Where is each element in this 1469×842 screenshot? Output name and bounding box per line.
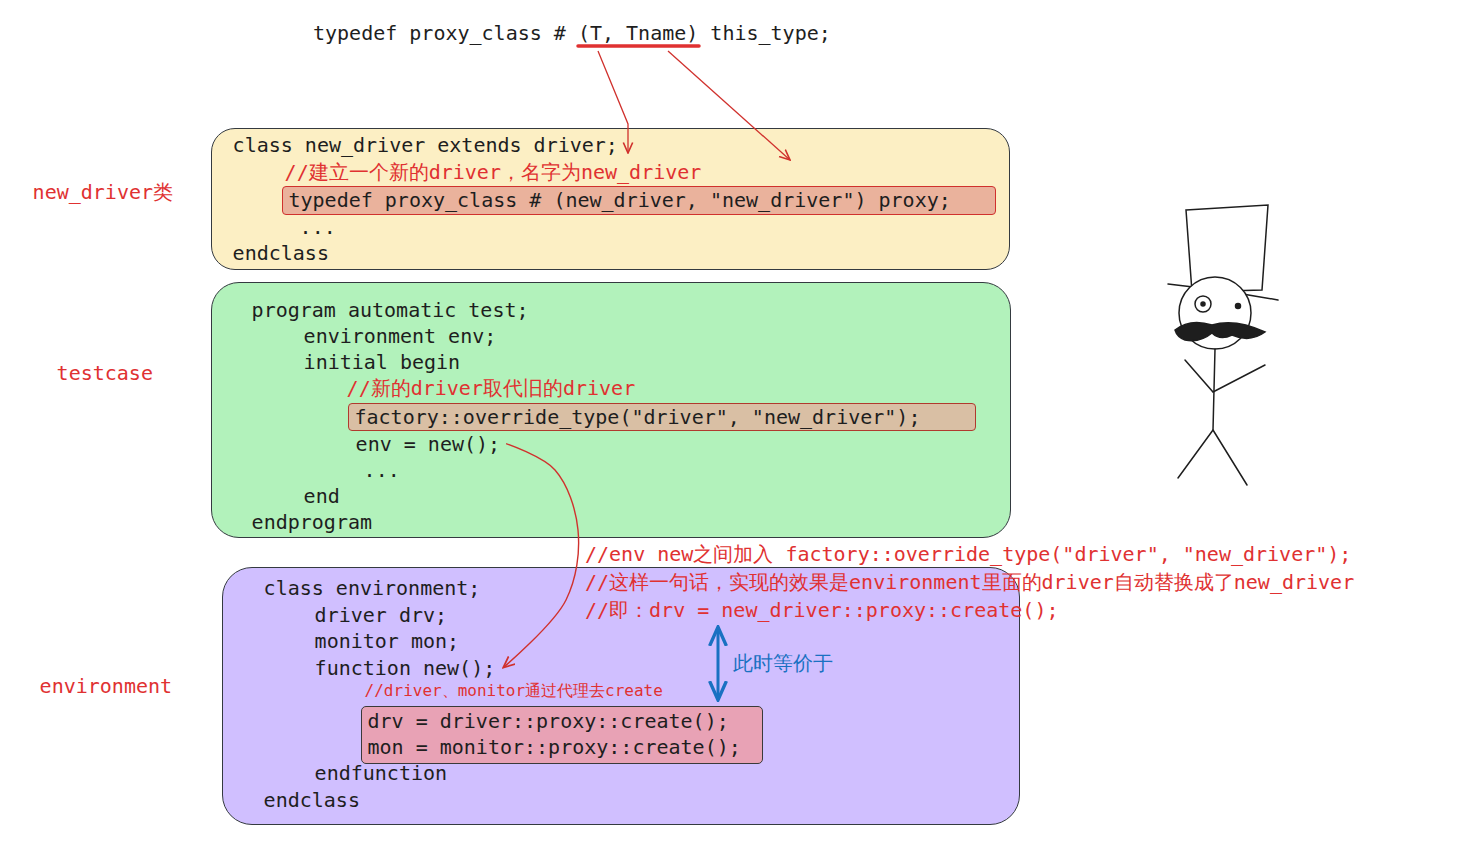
- code-line: mon = monitor::proxy::create();: [368, 734, 741, 760]
- leader-arrow: [598, 51, 628, 153]
- code-comment: //即：drv = new_driver::proxy::create();: [585, 597, 1058, 623]
- class-box: new_driver类class new_driver extends driv…: [211, 128, 1010, 270]
- code-line: typedef proxy_class # (T, Tname) this_ty…: [313, 20, 831, 46]
- code-line: driver drv;: [315, 602, 447, 628]
- section-heading: environment: [40, 673, 172, 699]
- code-line: environment env;: [304, 323, 497, 349]
- code-line: end: [304, 483, 340, 509]
- highlight-box: drv = driver::proxy::create();mon = moni…: [361, 706, 763, 764]
- code-line: endfunction: [315, 760, 447, 786]
- code-comment: //driver、monitor通过代理去create: [365, 681, 663, 701]
- testcase-box: testcaseprogram automatic test;environme…: [211, 282, 1011, 538]
- code-line: typedef proxy_class # (new_driver, "new_…: [289, 187, 951, 213]
- code-line: env = new();: [356, 431, 501, 457]
- code-line: function new();: [315, 655, 496, 681]
- section-heading: testcase: [57, 360, 153, 386]
- code-line: class environment;: [264, 575, 481, 601]
- code-line: initial begin: [304, 349, 461, 375]
- stick-figure: [1168, 205, 1278, 485]
- code-line: program automatic test;: [252, 297, 529, 323]
- code-line: class new_driver extends driver;: [233, 132, 618, 158]
- code-line: endprogram: [252, 509, 372, 535]
- note-label: 此时等价于: [733, 650, 833, 676]
- flow-arrow: [503, 444, 578, 668]
- code-line: drv = driver::proxy::create();: [368, 708, 729, 734]
- code-line: factory::override_type("driver", "new_dr…: [355, 404, 921, 430]
- code-line: ...: [300, 214, 336, 240]
- code-line: endclass: [264, 787, 360, 813]
- equivalence-arrow: [717, 627, 720, 700]
- code-line: ...: [364, 457, 400, 483]
- section-heading: new_driver类: [33, 179, 173, 205]
- code-comment: //env new之间加入 factory::override_type("dr…: [585, 541, 1351, 567]
- leader-arrow: [668, 51, 790, 160]
- highlight-box: factory::override_type("driver", "new_dr…: [348, 403, 976, 431]
- highlight-box: typedef proxy_class # (new_driver, "new_…: [282, 186, 996, 215]
- code-line: monitor mon;: [315, 628, 460, 654]
- code-comment: //新的driver取代旧的driver: [347, 375, 636, 401]
- code-comment: //这样一句话，实现的效果是environment里面的driver自动替换成了…: [585, 569, 1354, 595]
- highlight-underline: [578, 44, 699, 48]
- code-line: endclass: [233, 240, 329, 266]
- code-comment: //建立一个新的driver，名字为new_driver: [285, 159, 702, 185]
